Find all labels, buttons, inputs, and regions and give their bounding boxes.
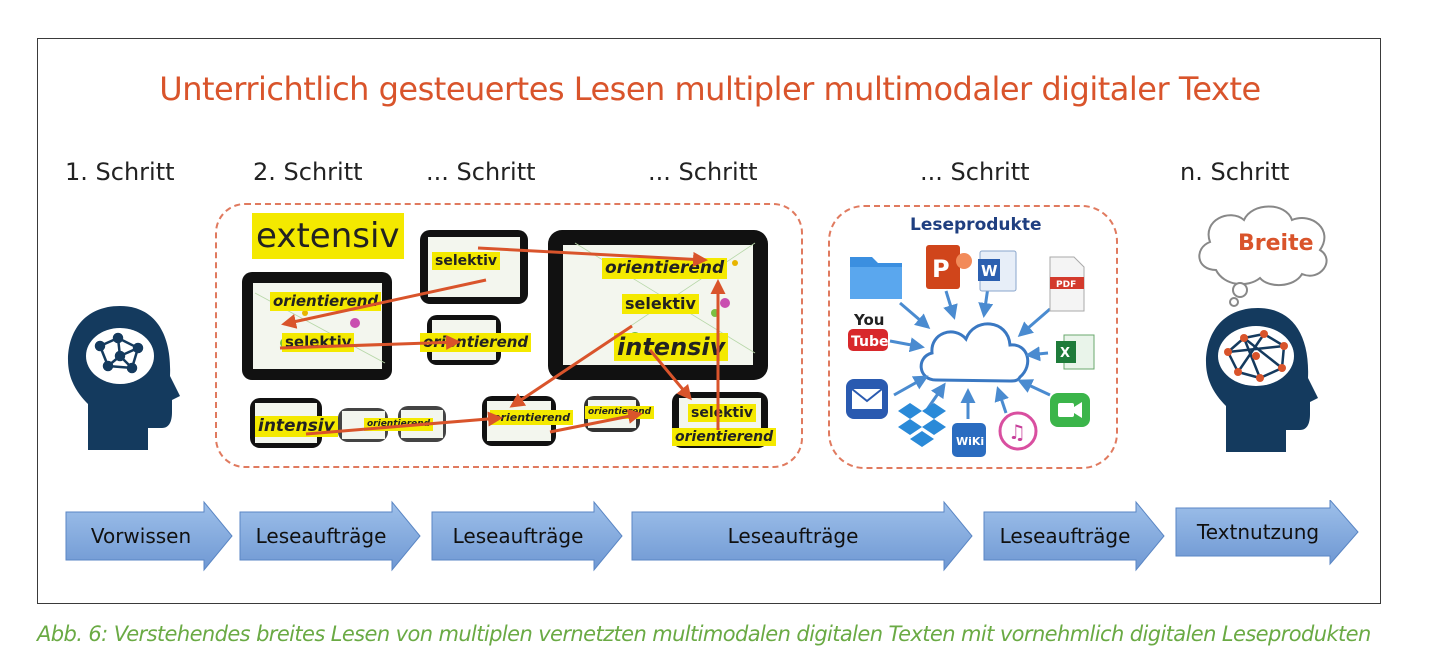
breite-label: Breite bbox=[1238, 231, 1314, 256]
phase-label-vorwissen: Vorwissen bbox=[90, 524, 192, 548]
svg-text:You: You bbox=[853, 311, 884, 329]
phase-arrow-1 bbox=[65, 500, 233, 572]
phase-arrow-6 bbox=[1175, 500, 1359, 566]
phase-arrow-3 bbox=[431, 500, 623, 572]
intensiv-label-1: intensiv bbox=[614, 333, 729, 361]
step-2-label: 2. Schritt bbox=[253, 158, 363, 186]
phase-label-2: Leseaufträge bbox=[255, 524, 387, 548]
word-icon: W bbox=[978, 250, 1017, 292]
orientierend-label-1: orientierend bbox=[270, 292, 382, 311]
phase-arrow-4 bbox=[631, 500, 973, 572]
powerpoint-icon: P bbox=[926, 245, 972, 289]
step-4-label: ... Schritt bbox=[648, 158, 758, 186]
phase-label-textnutzung: Textnutzung bbox=[1196, 520, 1320, 544]
phase-label-3: Leseaufträge bbox=[452, 524, 584, 548]
phase-label-5: Leseaufträge bbox=[999, 524, 1131, 548]
step-3-label: ... Schritt bbox=[426, 158, 536, 186]
svg-text:W: W bbox=[981, 262, 998, 280]
svg-text:PDF: PDF bbox=[1056, 280, 1076, 290]
phase-arrow-2 bbox=[239, 500, 421, 572]
step-n-label: n. Schritt bbox=[1180, 158, 1290, 186]
selektiv-label-3: selektiv bbox=[622, 294, 699, 314]
selektiv-label-4: selektiv bbox=[688, 404, 757, 422]
svg-text:X: X bbox=[1060, 346, 1070, 361]
phase-label-4: Leseaufträge bbox=[727, 524, 859, 548]
step-1-label: 1. Schritt bbox=[65, 158, 175, 186]
orientierend-label-5: orientierend bbox=[490, 410, 574, 425]
leseprodukte-label: Leseprodukte bbox=[910, 215, 1042, 235]
svg-text:WiKi: WiKi bbox=[956, 435, 984, 448]
excel-icon: X bbox=[1056, 334, 1095, 370]
figure-caption: Abb. 6: Verstehendes breites Lesen von m… bbox=[37, 622, 1371, 646]
head-brain-icon bbox=[68, 306, 180, 450]
selektiv-label-2: selektiv bbox=[432, 252, 501, 270]
dropbox-icon bbox=[898, 403, 946, 447]
itunes-icon: ♫ bbox=[998, 411, 1038, 451]
pdf-icon: PDF bbox=[1049, 256, 1085, 312]
head-brain-network-icon bbox=[1206, 308, 1318, 452]
wiki-icon: WiKi bbox=[952, 423, 986, 457]
step-5-label: ... Schritt bbox=[920, 158, 1030, 186]
reading-network-box bbox=[215, 203, 803, 468]
figure-title: Unterrichtlich gesteuertes Lesen multipl… bbox=[159, 70, 1261, 108]
thought-bubble: Breite bbox=[1198, 205, 1328, 307]
mail-icon bbox=[846, 379, 888, 419]
phase-arrow-5 bbox=[983, 500, 1165, 572]
svg-text:P: P bbox=[932, 255, 950, 283]
facetime-icon bbox=[1050, 393, 1090, 427]
cloud-icon bbox=[919, 322, 1030, 383]
svg-text:♫: ♫ bbox=[1008, 420, 1026, 444]
svg-text:Tube: Tube bbox=[851, 334, 889, 350]
folder-icon bbox=[850, 257, 902, 299]
orientierend-label-7: orientierend bbox=[672, 428, 777, 446]
extensiv-label: extensiv bbox=[252, 213, 404, 259]
leseprodukte-box bbox=[828, 205, 1118, 469]
youtube-icon: You Tube bbox=[848, 311, 889, 351]
phase-arrows bbox=[65, 500, 1359, 572]
cloud-icons-group: P W PDF You Tube X WiKi bbox=[846, 245, 1095, 457]
